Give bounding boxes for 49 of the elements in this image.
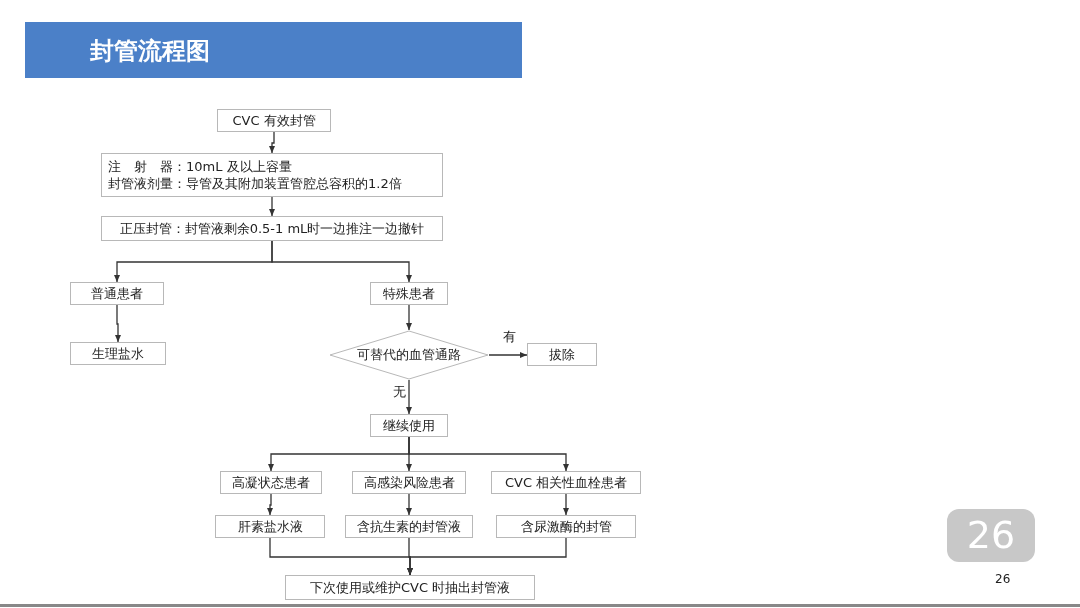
box-text: 生理盐水 <box>92 345 144 362</box>
arrow <box>563 493 569 516</box>
title: 封管流程图 <box>90 36 210 66</box>
box-text: 封管液剂量：导管及其附加装置管腔总容积的1.2倍 <box>108 175 402 192</box>
process-box <box>101 216 443 241</box>
arrow <box>115 304 121 343</box>
box-text: 可替代的血管通路 <box>357 346 461 364</box>
edge-label: 无 <box>392 384 407 399</box>
arrow <box>488 352 528 358</box>
process-box <box>345 515 473 538</box>
arrow <box>407 537 567 576</box>
page-number: 26 <box>995 572 1011 586</box>
box-text: 特殊患者 <box>383 285 435 302</box>
box-text: 继续使用 <box>383 417 435 434</box>
arrow <box>269 196 275 217</box>
arrow <box>406 304 412 331</box>
process-box <box>527 343 597 366</box>
box-text: 高感染风险患者 <box>363 474 455 491</box>
box-text: 下次使用或维护CVC 时抽出封管液 <box>309 579 511 596</box>
process-box <box>70 342 166 365</box>
process-box <box>285 575 535 600</box>
arrow <box>267 493 273 516</box>
process-box <box>217 109 331 132</box>
box-text: CVC 相关性血栓患者 <box>504 474 628 491</box>
process-box <box>101 153 443 197</box>
process-box <box>352 471 466 494</box>
arrow <box>406 379 412 415</box>
box-text: 肝素盐水液 <box>237 518 303 535</box>
process-box <box>220 471 322 494</box>
arrow <box>269 131 275 154</box>
box-text: 注 射 器：10mL 及以上容量 <box>108 158 292 175</box>
arrow <box>271 240 412 283</box>
process-box <box>491 471 641 494</box>
arrow <box>408 436 569 472</box>
box-text: 普通患者 <box>91 285 143 302</box>
arrow <box>406 493 412 516</box>
process-box <box>370 282 448 305</box>
box-text: 拔除 <box>549 346 575 363</box>
box-text: 高凝状态患者 <box>232 474 310 491</box>
process-box <box>70 282 164 305</box>
box-text: 含抗生素的封管液 <box>357 518 461 535</box>
process-box <box>496 515 636 538</box>
decision-diamond <box>329 330 489 380</box>
box-text: 含尿激酶的封管 <box>520 518 612 535</box>
edge-label: 有 <box>502 329 517 344</box>
process-box <box>215 515 325 538</box>
process-box <box>370 414 448 437</box>
box-text: CVC 有效封管 <box>232 112 316 129</box>
box-text: 正压封管：封管液剩余0.5-1 mL时一边推注一边撤针 <box>119 220 425 237</box>
